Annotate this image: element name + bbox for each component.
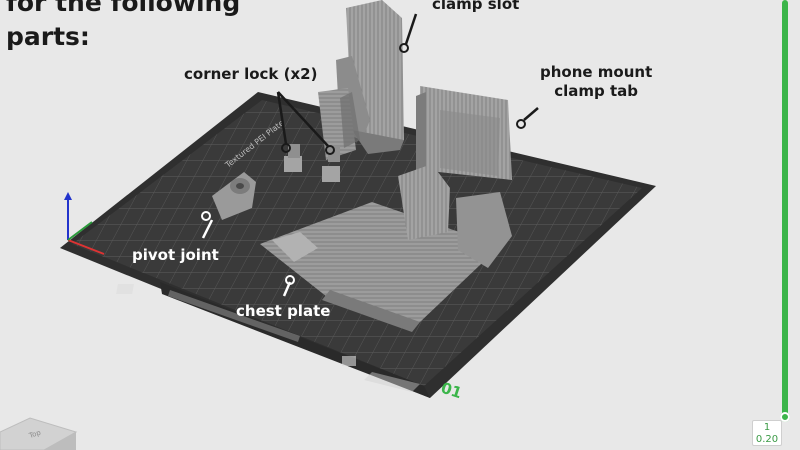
label-phone-mount: phone mount clamp tab — [540, 63, 652, 101]
headline-line-1: for the following — [6, 0, 241, 17]
pivot-joint-marker — [201, 211, 211, 221]
headline-line-2: parts: — [6, 22, 90, 51]
label-clamp-slot: clamp slot — [432, 0, 520, 13]
part-corner-lock-1[interactable] — [284, 144, 302, 172]
layer-slider-track[interactable] — [782, 0, 788, 420]
layer-height: 0.20 — [755, 434, 779, 445]
corner-lock-marker-2 — [325, 145, 335, 155]
axis-gizmo — [64, 192, 105, 255]
layer-number: 1 — [763, 422, 771, 433]
chest-plate-marker — [285, 275, 295, 285]
label-phone-mount-line-1: phone mount — [540, 63, 653, 81]
label-corner-lock: corner lock (x2) — [184, 65, 318, 83]
phone-mount-marker — [516, 119, 526, 129]
part-chest-plate[interactable] — [260, 164, 512, 332]
part-pivot-joint[interactable] — [212, 172, 256, 220]
corner-lock-marker-1 — [281, 143, 291, 153]
headline: for the following parts: — [6, 0, 240, 54]
label-phone-mount-line-2: clamp tab — [554, 82, 639, 100]
clamp-slot-marker — [399, 43, 409, 53]
plate-number: 01 — [439, 379, 464, 403]
part-clamp-slot[interactable] — [318, 0, 404, 160]
annotation-leaders-dark — [276, 13, 539, 147]
layer-readout: 1 0.20 — [752, 420, 782, 446]
view-cube-label: Top — [27, 428, 42, 440]
view-cube[interactable]: Top — [0, 417, 78, 450]
part-phone-mount-clamp-tab[interactable] — [416, 86, 512, 180]
label-pivot-joint: pivot joint — [132, 246, 219, 264]
part-corner-lock-2[interactable] — [322, 146, 340, 182]
label-chest-plate: chest plate — [236, 302, 331, 320]
layer-slider-handle[interactable] — [780, 412, 790, 422]
